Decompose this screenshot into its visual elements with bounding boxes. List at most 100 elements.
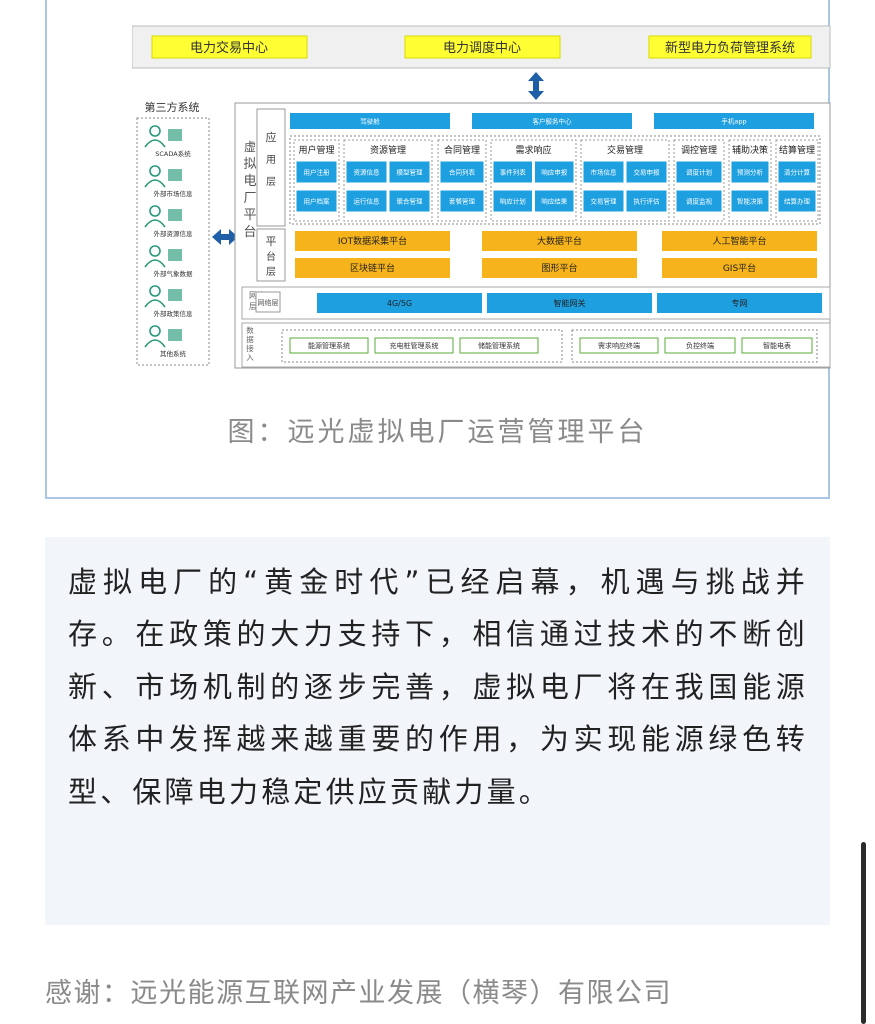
double-arrow-vertical-icon [528,72,544,100]
svg-text:平: 平 [266,235,277,248]
svg-text:调度计划: 调度计划 [686,167,712,176]
svg-text:清分计算: 清分计算 [784,167,811,176]
data-source-box: 充电桩管理系统 [374,337,454,354]
scrollbar-thumb[interactable] [861,842,866,1024]
svg-text:拟: 拟 [243,157,256,172]
svg-text:台: 台 [266,250,276,263]
app-layer-label-box [256,108,286,227]
svg-text:SCADA系统: SCADA系统 [155,149,191,158]
svg-text:交易管理: 交易管理 [591,196,618,205]
app-function-box: 用户注册 [295,160,338,184]
article-paragraph: 虚拟电厂的“黄金时代”已经启幕，机遇与挑战并存。在政策的大力支持下，相信通过技术… [68,565,808,809]
svg-text:据: 据 [246,335,254,344]
third-party-item: 外部气象数据 [144,245,193,278]
data-source-box: 能源管理系统 [289,337,369,354]
app-function-box: 合同列表 [439,160,485,184]
app-function-box: 交易申报 [625,160,668,184]
svg-text:区块链平台: 区块链平台 [350,262,395,274]
svg-text:新型电力负荷管理系统: 新型电力负荷管理系统 [665,40,795,56]
app-function-box: 预测分析 [730,160,770,184]
third-party-title: 第三方系统 [145,100,200,114]
svg-text:IOT数据采集平台: IOT数据采集平台 [338,235,407,247]
app-function-box: 调度计划 [675,160,723,184]
svg-text:GIS平台: GIS平台 [723,262,756,274]
svg-text:响应计划: 响应计划 [500,196,526,205]
app-function-box: 响应申报 [534,160,575,184]
network-layer-label: 网络层 [258,298,279,307]
app-function-box: 结算办理 [777,189,817,213]
svg-text:事件列表: 事件列表 [500,167,527,176]
network-box: 智能网关 [487,293,652,313]
app-function-box: 调度监视 [675,189,723,213]
svg-text:平: 平 [243,208,256,223]
platform-layer-label-box [256,228,286,282]
data-source-box: 负控终端 [664,337,736,354]
svg-text:运行信息: 运行信息 [354,196,381,205]
svg-text:合同管理: 合同管理 [444,144,480,156]
platform-box: GIS平台 [662,258,817,278]
app-function-box: 模型管理 [388,160,431,184]
person-icon [144,245,166,268]
svg-text:厂: 厂 [243,191,256,206]
channel-box: 客户服务中心 [472,113,632,129]
top-bar-item: 电力交易中心 [151,35,308,59]
svg-text:外部政策信息: 外部政策信息 [154,309,194,318]
svg-text:智能决策: 智能决策 [737,196,764,205]
third-party-item: 外部资源信息 [144,205,193,238]
person-icon [144,205,166,228]
top-bar-item: 电力调度中心 [404,35,561,59]
svg-text:储能管理系统: 储能管理系统 [478,341,520,350]
svg-text:资源管理: 资源管理 [370,144,406,156]
svg-text:电力调度中心: 电力调度中心 [443,40,521,56]
svg-text:聚合管理: 聚合管理 [397,196,424,205]
app-function-box: 交易管理 [582,189,625,213]
svg-text:结算管理: 结算管理 [779,144,815,156]
svg-text:外部市场信息: 外部市场信息 [154,189,194,198]
network-layer-frame [241,286,831,320]
svg-text:用户注册: 用户注册 [304,167,331,176]
platform-box: 大数据平台 [482,231,637,251]
svg-text:资源信息: 资源信息 [354,167,381,176]
third-party-item: 外部市场信息 [144,165,194,198]
svg-text:需求响应终端: 需求响应终端 [598,341,640,350]
svg-text:用户档案: 用户档案 [304,196,331,205]
svg-text:响应申报: 响应申报 [541,167,568,176]
svg-text:用: 用 [266,155,276,166]
svg-text:套餐管理: 套餐管理 [449,196,476,205]
app-channels: 驾驶舱客户服务中心手机app [290,113,814,129]
platform-diagram: 电力交易中心 电力调度中心 新型电力负荷管理系统 第三方系统 SCADA系统外部… [132,25,831,369]
svg-text:智能网关: 智能网关 [554,298,586,308]
top-bar-item: 新型电力负荷管理系统 [648,35,812,59]
svg-text:充电桩管理系统: 充电桩管理系统 [390,341,439,350]
platform-box: 图形平台 [482,258,637,278]
svg-text:响应结果: 响应结果 [541,196,568,205]
channel-box: 手机app [654,113,814,129]
app-function-box: 用户档案 [295,189,338,213]
platform-box: 人工智能平台 [662,231,817,251]
app-function-box: 响应结果 [534,189,575,213]
third-party-item: SCADA系统 [144,125,191,158]
figure-caption: 图：远光虚拟电厂运营管理平台 [227,417,648,448]
svg-text:辅助决策: 辅助决策 [732,144,768,156]
third-party-item: 其他系统 [144,325,187,358]
double-arrow-horizontal-icon [212,229,238,245]
platform-label: 虚 [244,140,256,154]
quote-block [45,537,830,925]
svg-text:负控终端: 负控终端 [686,341,714,350]
svg-text:层: 层 [266,266,276,278]
svg-text:合同列表: 合同列表 [449,167,476,176]
svg-text:能源管理系统: 能源管理系统 [308,341,350,350]
figure-card: 电力交易中心 电力调度中心 新型电力负荷管理系统 第三方系统 SCADA系统外部… [45,0,831,499]
svg-text:预测分析: 预测分析 [737,167,764,176]
svg-text:电: 电 [243,174,256,189]
svg-text:图形平台: 图形平台 [541,262,577,274]
person-icon [144,165,166,188]
svg-text:接: 接 [246,343,254,353]
third-party-item: 外部政策信息 [144,285,194,318]
